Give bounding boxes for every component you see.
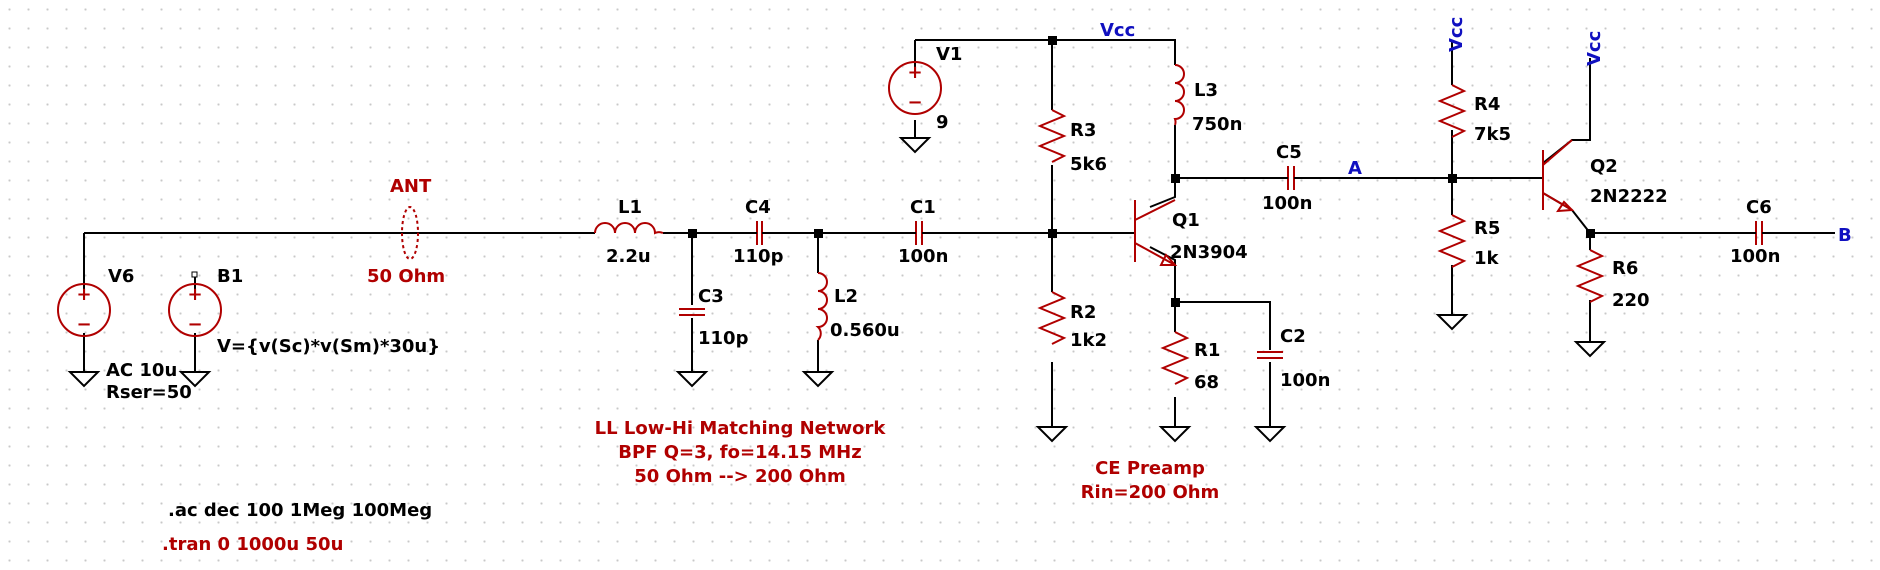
c4-label: C4 <box>745 197 771 218</box>
v1-value: 9 <box>936 112 949 133</box>
ground-icon <box>803 371 833 387</box>
l2-label: L2 <box>834 286 858 307</box>
c2-value: 100n <box>1280 370 1330 391</box>
ac-directive[interactable]: .ac dec 100 1Meg 100Meg <box>168 500 432 521</box>
c1-value: 100n <box>898 246 948 267</box>
matching-network-spec: BPF Q=3, fo=14.15 MHz <box>618 442 861 463</box>
r4-label: R4 <box>1474 94 1500 115</box>
c6-label: C6 <box>1746 197 1772 218</box>
preamp-rin: Rin=200 Ohm <box>1081 482 1220 503</box>
capacitor-icon[interactable] <box>1745 221 1773 245</box>
ground-icon <box>677 371 707 387</box>
resistor-icon[interactable] <box>1437 84 1467 138</box>
svg-text:+: + <box>76 284 91 305</box>
capacitor-icon[interactable] <box>679 308 705 316</box>
resistor-icon[interactable] <box>1160 331 1190 385</box>
junctions <box>688 36 1595 307</box>
inductor-icon[interactable] <box>1173 64 1185 126</box>
c5-value: 100n <box>1262 193 1312 214</box>
npn-transistor-icon[interactable] <box>1542 139 1575 213</box>
capacitor-icon[interactable] <box>1277 166 1305 190</box>
b1-label: B1 <box>217 266 243 287</box>
v6-value-rser: Rser=50 <box>106 382 192 403</box>
inductor-icon[interactable] <box>594 222 664 235</box>
q1-value: 2N3904 <box>1170 242 1248 263</box>
net-label-a[interactable]: A <box>1348 158 1362 179</box>
ground-icon <box>900 137 930 153</box>
net-label-vcc[interactable]: Vcc <box>1100 20 1135 41</box>
r1-label: R1 <box>1194 340 1220 361</box>
v1-label: V1 <box>936 44 962 65</box>
ground-icon <box>1160 426 1190 442</box>
l2-value: 0.560u <box>830 320 900 341</box>
resistor-icon[interactable] <box>1037 109 1067 163</box>
l3-value: 750n <box>1192 114 1242 135</box>
capacitor-icon[interactable] <box>905 221 933 245</box>
ground-icon <box>1437 314 1467 330</box>
r4-value: 7k5 <box>1474 124 1511 145</box>
net-label-vcc-q2[interactable]: Vcc <box>1584 31 1605 66</box>
ground-icon <box>69 371 99 387</box>
l1-label: L1 <box>618 197 642 218</box>
ground-icon <box>1037 426 1067 442</box>
inductor-icon[interactable] <box>815 272 828 341</box>
npn-transistor-icon[interactable] <box>1134 199 1178 266</box>
voltage-source-icon[interactable]: + − <box>57 283 111 337</box>
transmission-line-icon[interactable] <box>401 206 419 260</box>
r3-label: R3 <box>1070 120 1096 141</box>
svg-text:−: − <box>76 314 91 335</box>
ground-icon <box>1575 341 1605 357</box>
voltage-source-icon[interactable]: + − <box>168 271 222 337</box>
r6-label: R6 <box>1612 258 1638 279</box>
preamp-title: CE Preamp <box>1095 458 1205 479</box>
r5-value: 1k <box>1474 248 1500 269</box>
net-label-b[interactable]: B <box>1838 225 1852 246</box>
r5-label: R5 <box>1474 218 1500 239</box>
c3-label: C3 <box>698 286 724 307</box>
r2-label: R2 <box>1070 302 1096 323</box>
c6-value: 100n <box>1730 246 1780 267</box>
wires <box>83 39 1835 427</box>
l3-label: L3 <box>1194 80 1218 101</box>
tran-directive[interactable]: .tran 0 1000u 50u <box>162 534 343 555</box>
v6-label: V6 <box>108 266 134 287</box>
capacitor-icon[interactable] <box>1257 351 1283 359</box>
ant-label: ANT <box>390 176 432 197</box>
q2-label: Q2 <box>1590 156 1618 177</box>
r6-value: 220 <box>1612 290 1650 311</box>
matching-network-title: LL Low-Hi Matching Network <box>595 418 887 439</box>
c3-value: 110p <box>698 328 749 349</box>
c2-label: C2 <box>1280 326 1306 347</box>
q2-value: 2N2222 <box>1590 186 1668 207</box>
svg-text:−: − <box>187 314 202 335</box>
b1-expression: V={v(Sc)*v(Sm)*30u} <box>217 336 440 357</box>
svg-text:+: + <box>907 62 922 83</box>
matching-network-impedance: 50 Ohm --> 200 Ohm <box>634 466 845 487</box>
r2-value: 1k2 <box>1070 330 1107 351</box>
v6-value-ac: AC 10u <box>106 360 177 381</box>
r1-value: 68 <box>1194 372 1219 393</box>
r3-value: 5k6 <box>1070 154 1107 175</box>
svg-text:+: + <box>187 284 202 305</box>
resistor-icon[interactable] <box>1437 214 1467 268</box>
capacitor-icon[interactable] <box>745 221 773 245</box>
voltage-source-icon[interactable]: + − <box>888 61 942 115</box>
ant-impedance: 50 Ohm <box>367 266 445 287</box>
ground-icon <box>1255 426 1285 442</box>
q1-label: Q1 <box>1172 210 1200 231</box>
c1-label: C1 <box>910 197 936 218</box>
c5-label: C5 <box>1276 142 1302 163</box>
svg-text:−: − <box>907 92 922 113</box>
resistor-icon[interactable] <box>1037 291 1067 345</box>
c4-value: 110p <box>733 246 784 267</box>
l1-value: 2.2u <box>606 246 651 267</box>
resistor-icon[interactable] <box>1575 249 1605 303</box>
net-label-vcc-r4[interactable]: Vcc <box>1446 17 1467 52</box>
